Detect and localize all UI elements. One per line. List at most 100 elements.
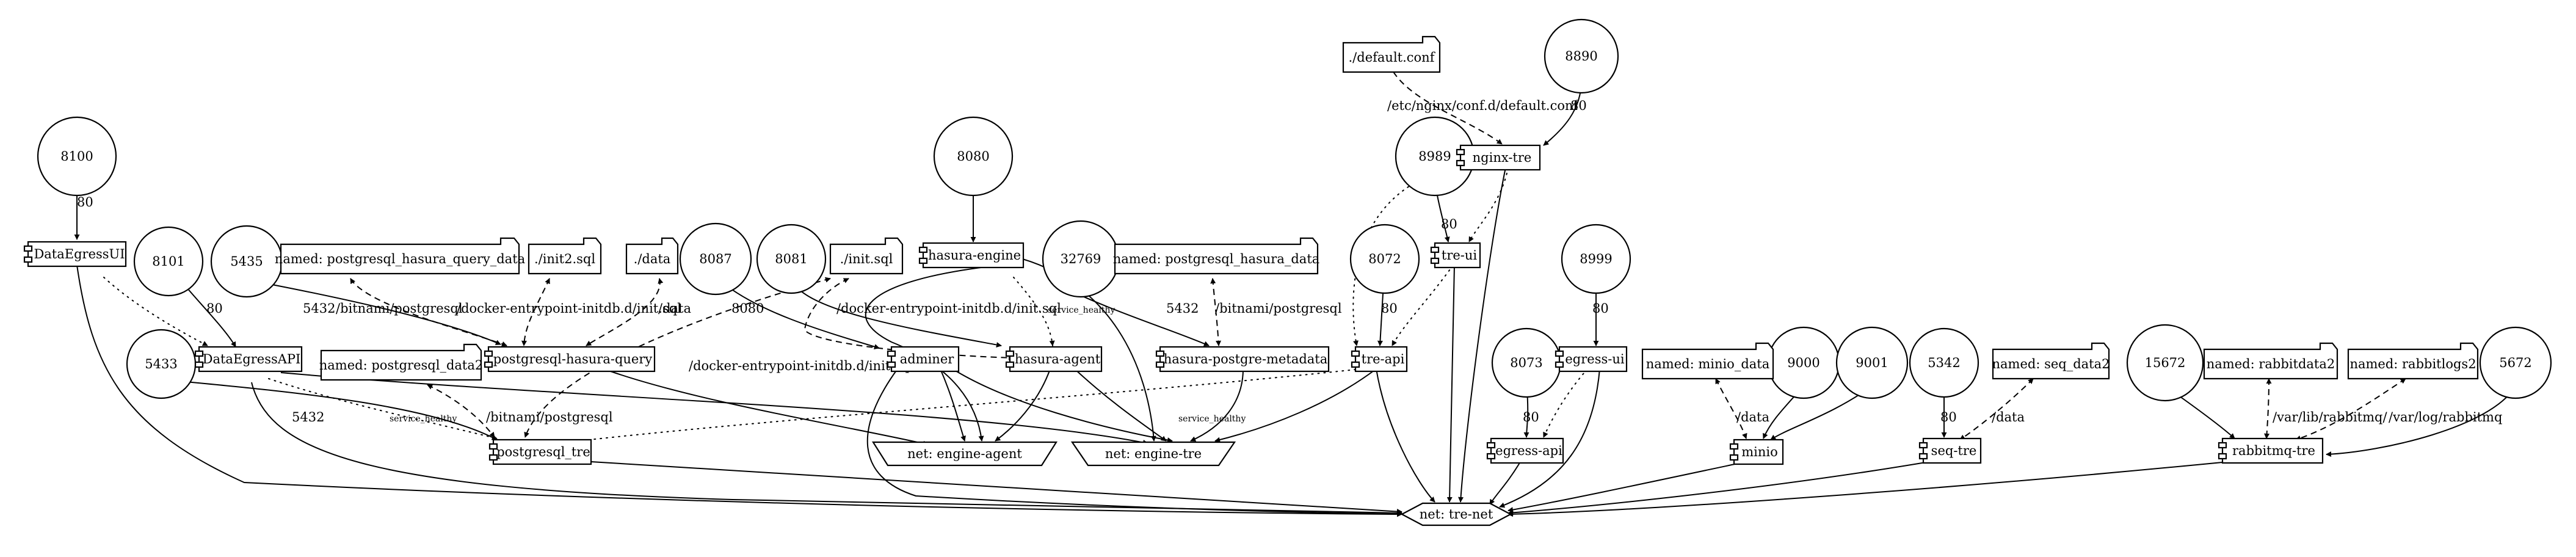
label-init-mount-tre: /docker-entrypoint-initdb.d/init.sql [689,359,913,373]
svg-text:hasura-engine: hasura-engine [928,248,1021,263]
edge-dep-treapi-tre [537,368,1362,448]
volume-default-conf: ./default.conf [1342,35,1441,73]
edge-vol-init-adminer [804,278,1014,361]
svg-text:32769: 32769 [1061,252,1101,266]
port-9001: 9001 [1835,326,1909,399]
label-rabbit-log: /var/log/rabbitmq [2389,410,2502,424]
edge-dep-nginx-treui [1468,167,1509,242]
edge-vol-rabbitdata2 [2264,378,2272,439]
edge-net-nginx-trenet [1458,167,1506,503]
label-8890: 80 [1570,98,1587,113]
svg-text:./init.sql: ./init.sql [840,252,893,266]
svg-text:8087: 8087 [699,252,731,266]
edge-8989-tre-ui [1437,195,1450,242]
service-hasura-engine: hasura-engine [918,242,1025,269]
svg-text:net: engine-tre: net: engine-tre [1105,446,1202,461]
label-8999: 80 [1592,301,1609,316]
service-hasura-postgre-metadata: hasura-postgre-metadata [1155,346,1330,373]
service-seq-tre: seq-tre [1918,437,1982,464]
svg-text:5435: 5435 [230,254,263,269]
service-egress-ui: egress-ui [1555,346,1628,373]
edges [74,52,2516,517]
edge-net-engine-engineagent [865,264,1002,442]
edge-vol-hasura-query-data [350,278,507,347]
svg-text:named: rabbitdata2: named: rabbitdata2 [2207,357,2335,371]
svg-text:minio: minio [1741,445,1778,459]
svg-text:8890: 8890 [1565,49,1597,64]
svg-text:8999: 8999 [1580,252,1612,266]
label-5435: 5432 [303,301,335,316]
label-init-mount-adminer: /docker-entrypoint-initdb.d/init.sql [836,301,1061,316]
label-8087: 8080 [731,301,764,316]
label-bitnami-query: /bitnami/postgresql [336,301,463,316]
edge-dep-egressui-egressapi [1543,368,1588,438]
label-32769: 5432 [1166,301,1199,316]
svg-text:15672: 15672 [2145,355,2186,370]
edge-net-egressui-trenet [1499,368,1600,508]
svg-text:5672: 5672 [2499,355,2531,370]
svg-text:egress-api: egress-api [1495,443,1562,458]
edge-net-metadata-enginetre [1190,368,1244,442]
port-nodes: 8100 8101 5435 5433 8087 8081 8080 32769… [37,18,2552,402]
port-32769: 32769 [1042,220,1120,298]
label-seq-mount: /data [1992,410,2025,424]
edge-net-adminer-enginetre [952,368,1173,443]
port-8073: 8073 [1491,327,1562,398]
svg-text:8072: 8072 [1368,252,1401,266]
service-egress-api: egress-api [1486,437,1564,464]
edge-vol-seq-data2 [1959,378,2034,440]
label-8100: 80 [77,195,93,209]
svg-text:seq-tre: seq-tre [1931,443,1977,458]
volume-nodes: named: postgresql_hasura_query_data ./in… [275,35,2479,381]
svg-text:DataEgressAPI: DataEgressAPI [203,352,301,366]
service-adminer: adminer [887,346,960,373]
volume-postgresql-data2: named: postgresql_data2 [319,343,484,381]
label-bitnami-tre: /bitnami/postgresql [486,410,613,424]
svg-text:hasura-agent: hasura-agent [1015,352,1101,366]
port-8999: 8999 [1561,224,1631,294]
edge-net-minio-trenet [1508,461,1747,513]
network-tre-net: net: tre-net [1400,502,1512,526]
edge-5433-postgresql-tre [165,379,498,440]
svg-text:nginx-tre: nginx-tre [1473,150,1532,165]
service-postgresql-tre: postgresql_tre [488,439,592,465]
port-9000: 9000 [1767,326,1840,399]
svg-text:9001: 9001 [1856,355,1888,370]
edge-net-rabbit-trenet [1508,461,2229,517]
svg-text:adminer: adminer [900,352,955,366]
svg-text:8101: 8101 [152,254,184,269]
label-healthy-treapi: service_healthy [1178,414,1246,424]
port-8080: 8080 [933,116,1014,197]
label-healthy-api-tre: service_healthy [390,414,457,424]
service-rabbitmq-tre: rabbitmq-tre [2218,437,2324,464]
edge-dep-api-tre [268,378,498,440]
volume-minio-data: named: minio_data [1641,342,1774,380]
label-data-mount: /data [658,301,691,316]
label-minio-mount: /data [1736,410,1769,424]
port-15672: 15672 [2126,324,2204,402]
volume-init-sql: ./init.sql [829,237,904,275]
volume-seq-data2: named: seq_data2 [1992,342,2110,380]
service-hasura-agent: hasura-agent [1005,346,1103,373]
label-bitnami-meta: /bitnami/postgresql [1215,301,1342,316]
service-tre-api: tre-api [1351,346,1408,373]
edge-vol-pg-hasura-data [1210,278,1222,346]
edge-net-pgtre-trenet [590,461,1402,515]
service-postgresql-hasura-query: postgresql-hasura-query [484,346,656,373]
port-8081: 8081 [756,224,827,294]
svg-text:hasura-postgre-metadata: hasura-postgre-metadata [1164,352,1328,366]
svg-text:named: seq_data2: named: seq_data2 [1992,357,2110,371]
network-engine-tre: net: engine-tre [1070,441,1236,467]
edge-vol-rabbitlogs2 [2295,378,2406,441]
volume-rabbitlogs2: named: rabbitlogs2 [2347,342,2479,380]
port-8072: 8072 [1349,224,1420,294]
port-8100: 8100 [37,116,117,197]
svg-text:named: postgresql_data2: named: postgresql_data2 [319,358,484,373]
svg-text:./data: ./data [634,252,671,266]
svg-text:5342: 5342 [1928,355,1960,370]
edge-net-treapi-trenet [1376,368,1435,503]
svg-text:named: rabbitlogs2: named: rabbitlogs2 [2349,357,2476,371]
volume-postgresql-hasura-data: named: postgresql_hasura_data [1113,237,1319,275]
svg-text:postgresql_tre: postgresql_tre [496,445,590,459]
